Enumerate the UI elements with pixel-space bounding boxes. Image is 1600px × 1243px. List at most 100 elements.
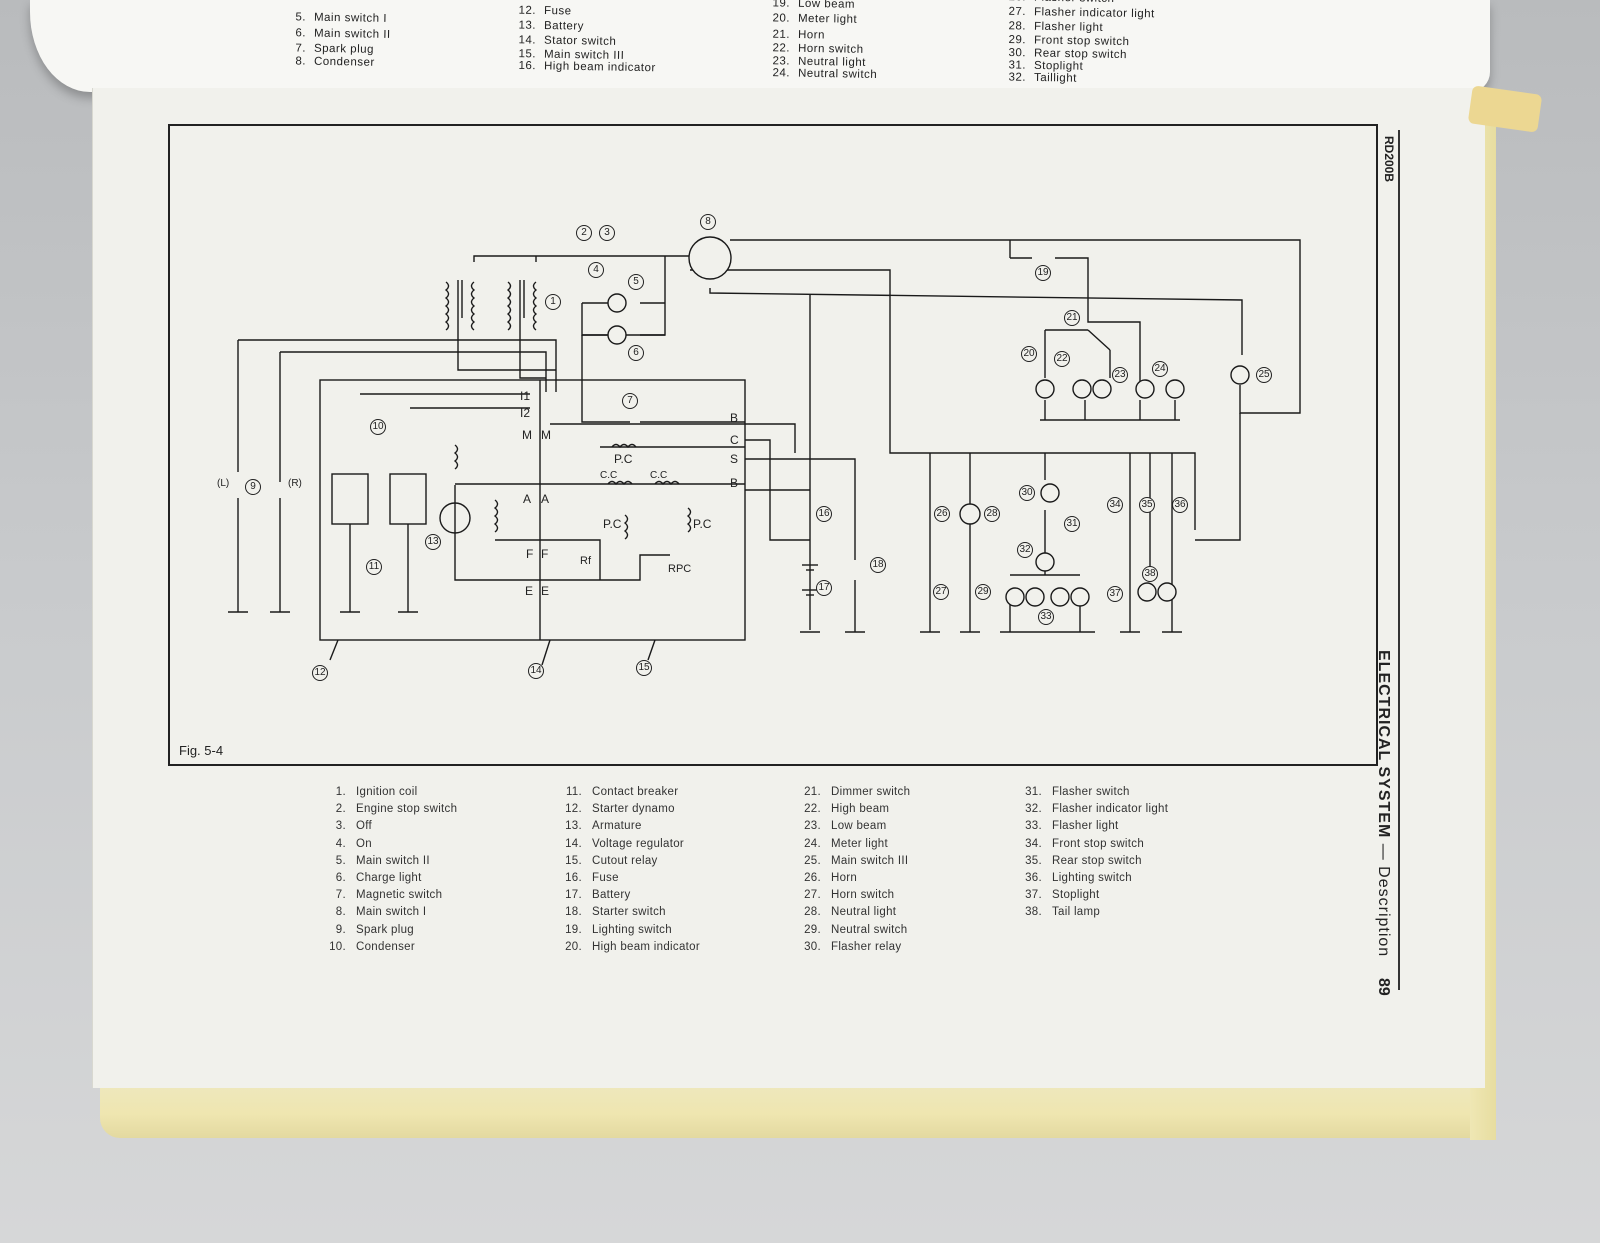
legend-item-number: 17. bbox=[565, 889, 582, 902]
field-coil bbox=[493, 499, 499, 533]
legend-item-number: 27. bbox=[804, 889, 821, 902]
callout-2: 2 bbox=[576, 225, 592, 241]
legend-item-number: 10. bbox=[329, 940, 346, 953]
callout-5: 5 bbox=[628, 274, 644, 290]
wire bbox=[519, 318, 546, 379]
pc-coil bbox=[686, 507, 692, 533]
legend-item-number: 34. bbox=[1025, 837, 1042, 850]
callout-11: 11 bbox=[366, 559, 382, 575]
terminal-m: M bbox=[522, 428, 532, 442]
legend-item: 25.Main switch III bbox=[797, 855, 908, 867]
terminal-a: A bbox=[523, 492, 532, 506]
legend-item-number: 28. bbox=[804, 906, 821, 919]
page-number: 89 bbox=[1375, 978, 1392, 996]
legend-item: 22.High beam bbox=[797, 803, 889, 815]
legend-item-label: Off bbox=[356, 820, 373, 833]
legend-item: 6.Charge light bbox=[322, 872, 422, 884]
wire bbox=[1055, 257, 1089, 318]
legend-item-number: 38. bbox=[1025, 906, 1042, 919]
side-rule bbox=[1398, 130, 1400, 990]
legend-item-label: Dimmer switch bbox=[831, 786, 911, 798]
terminal-i1: I1 bbox=[520, 389, 531, 403]
legend-item: 30. Flasher relay bbox=[797, 941, 901, 953]
callout-18: 18 bbox=[870, 557, 886, 573]
legend-item-label: Charge light bbox=[356, 872, 422, 884]
wire bbox=[495, 539, 601, 580]
legend-item-number: 9. bbox=[335, 923, 346, 936]
legend-item: 28.Neutral light bbox=[797, 906, 896, 918]
terminal-rf: Rf bbox=[580, 555, 591, 567]
legend-item-label: Main switch III bbox=[831, 854, 909, 867]
breaker-box bbox=[389, 473, 427, 525]
legend-item-label: Lighting switch bbox=[1052, 872, 1132, 884]
legend-item-label: Starter dynamo bbox=[592, 803, 675, 816]
legend-item: 35.Rear stop switch bbox=[1018, 855, 1142, 867]
legend-item-label: Front stop switch bbox=[1052, 837, 1145, 850]
terminal-rpc: RPC bbox=[668, 563, 692, 575]
legend-item: 36. Lighting switch bbox=[1018, 872, 1132, 884]
callout-7: 7 bbox=[622, 393, 638, 409]
legend-item-number: 32. bbox=[1025, 803, 1042, 816]
legend-item-number: 1. bbox=[335, 786, 346, 798]
callout-32: 32 bbox=[1017, 542, 1033, 558]
terminal-pc: P.C bbox=[614, 452, 633, 466]
legend-item: 24.Meter light bbox=[797, 838, 888, 850]
legend-item-label: Flasher relay bbox=[831, 940, 902, 953]
legend-item: 27.Horn switch bbox=[797, 889, 894, 901]
wire bbox=[745, 423, 796, 453]
terminal-a: A bbox=[541, 492, 550, 506]
legend-item-label: Cutout relay bbox=[592, 854, 658, 867]
current-page bbox=[92, 88, 1485, 1088]
figure-label: Fig. 5-4 bbox=[179, 743, 224, 758]
legend-item: 12. Starter dynamo bbox=[558, 803, 675, 815]
wire bbox=[745, 458, 856, 560]
legend-item: 8.Main switch I bbox=[322, 906, 426, 918]
callout-24: 24 bbox=[1152, 361, 1168, 377]
legend-item-number: 4. bbox=[335, 837, 346, 850]
terminal-l: (L) bbox=[217, 478, 230, 489]
legend-item-label: Voltage regulator bbox=[592, 837, 685, 850]
legend-item: 5.Main switch II bbox=[322, 855, 430, 867]
legend-item-number: 12. bbox=[565, 803, 582, 816]
ignition-coil-1 bbox=[444, 280, 476, 331]
terminal-i2: I2 bbox=[520, 406, 531, 420]
callout-3: 3 bbox=[599, 225, 615, 241]
legend-item: 33.Flasher light bbox=[1018, 820, 1119, 832]
callout-22: 22 bbox=[1054, 351, 1070, 367]
page-edge bbox=[100, 1078, 1480, 1138]
section-title: ELECTRICAL SYSTEM — Description bbox=[1374, 650, 1392, 957]
legend-item-label: Contact breaker bbox=[592, 786, 679, 798]
legend-item-label: Flasher indicator light bbox=[1052, 803, 1169, 816]
terminal-f: F bbox=[541, 547, 549, 561]
terminal-c: C bbox=[730, 433, 739, 447]
legend-item-label: Engine stop switch bbox=[356, 803, 458, 816]
legend-item-label: Meter light bbox=[831, 837, 888, 850]
wire bbox=[730, 239, 1301, 414]
legend-item-number: 23. bbox=[804, 820, 821, 833]
legend-item: 20.High beam indicator bbox=[558, 941, 700, 953]
legend-item-label: Fuse bbox=[592, 872, 619, 884]
terminal-b: B bbox=[730, 411, 739, 425]
legend-item: 3.Off bbox=[322, 820, 372, 832]
legend-item-number: 30. bbox=[804, 940, 821, 953]
callout-26: 26 bbox=[934, 506, 950, 522]
legend-item: 34. Front stop switch bbox=[1018, 838, 1144, 850]
legend-item-label: Rear stop switch bbox=[1052, 854, 1142, 867]
terminal-b: B bbox=[730, 476, 739, 490]
wire bbox=[454, 485, 670, 581]
legend-item-label: Battery bbox=[592, 889, 631, 902]
legend-item-number: 18. bbox=[565, 906, 582, 919]
legend-item: 2.Engine stop switch bbox=[322, 803, 457, 815]
callout-25: 25 bbox=[1256, 367, 1272, 383]
legend-item-number: 13. bbox=[565, 820, 582, 833]
callout-30: 30 bbox=[1019, 485, 1035, 501]
legend-item-label: Tail lamp bbox=[1052, 906, 1101, 919]
legend-item: 18.Starter switch bbox=[558, 906, 666, 918]
cc-coil bbox=[654, 480, 680, 486]
terminal-m: M bbox=[541, 428, 551, 442]
callout-19: 19 bbox=[1035, 265, 1051, 281]
wire bbox=[473, 255, 645, 262]
legend-item-number: 36. bbox=[1025, 872, 1042, 884]
